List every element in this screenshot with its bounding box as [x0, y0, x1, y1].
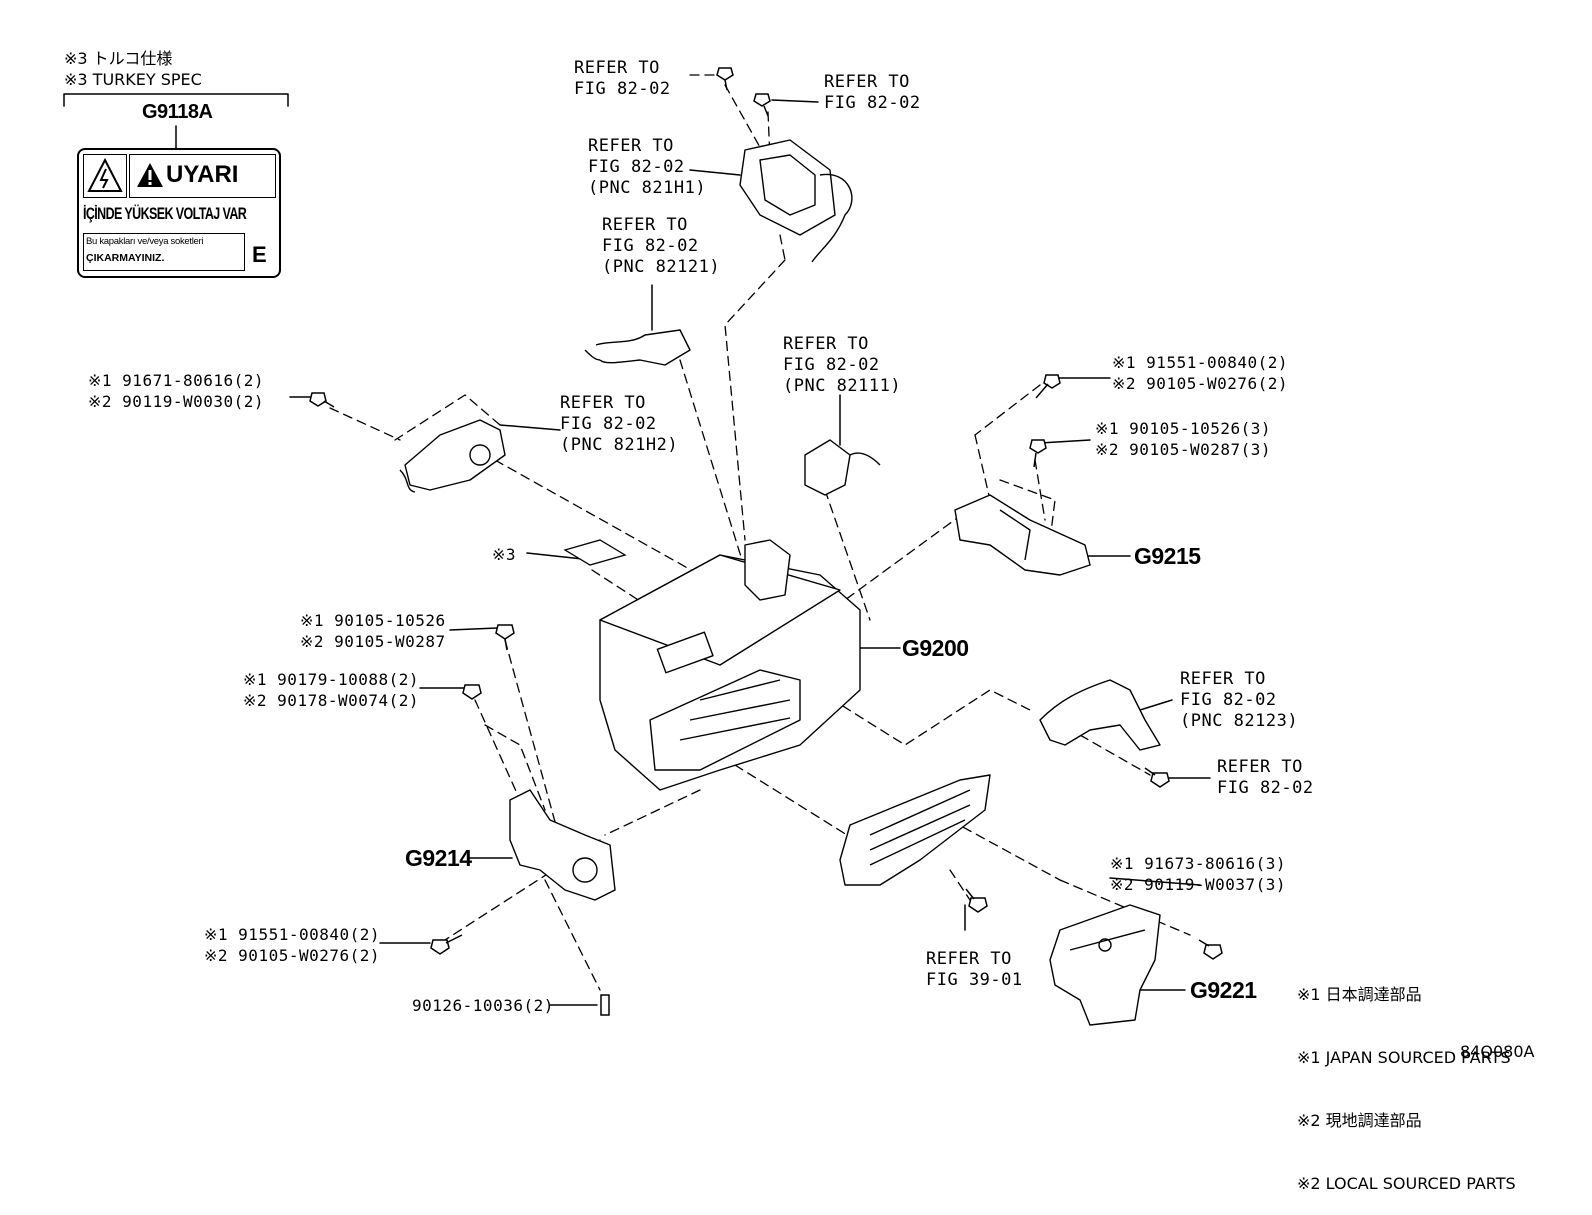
legend-line-3: ※2 現地調達部品: [1297, 1111, 1422, 1130]
voltage-warning-text: İÇİNDE YÜKSEK VOLTAJ VAR: [83, 204, 247, 223]
part-number-g9214: G9214: [405, 845, 472, 871]
legend: ※1 日本調達部品 ※1 JAPAN SOURCED PARTS ※2 現地調達…: [1297, 942, 1516, 1215]
warning-title: UYARI: [166, 161, 239, 188]
warning-code: E: [252, 242, 267, 267]
fastener-90179: ※1 90179-10088(2)※2 90178-W0074(2): [243, 670, 420, 710]
warning-sub-line2: ÇIKARMAYINIZ.: [86, 252, 165, 264]
part-number-g9118a: G9118A: [142, 101, 213, 123]
legend-line-1: ※1 日本調達部品: [1297, 985, 1422, 1004]
warning-triangle-icon: [137, 163, 163, 187]
high-voltage-icon: [83, 154, 127, 198]
legend-line-2: ※1 JAPAN SOURCED PARTS: [1297, 1048, 1511, 1067]
fastener-91673: ※1 91673-80616(3)※2 90119-W0037(3): [1110, 854, 1287, 894]
warning-label-g9118a: UYARI İÇİNDE YÜKSEK VOLTAJ VAR Bu kapakl…: [77, 148, 281, 278]
exploded-parts-diagram: [63, 67, 1223, 1026]
part-number-g9215: G9215: [1134, 543, 1201, 569]
warning-sub-box: Bu kapakları ve/veya soketleri ÇIKARMAYI…: [83, 233, 245, 271]
turkey-spec-line-en: ※3 TURKEY SPEC: [64, 70, 202, 89]
note-3-marker: ※3: [492, 545, 517, 564]
uyari-header: UYARI: [129, 154, 276, 198]
fastener-90105: ※1 90105-10526※2 90105-W0287: [300, 611, 446, 651]
part-number-g9200: G9200: [902, 635, 969, 661]
fastener-90105-3: ※1 90105-10526(3)※2 90105-W0287(3): [1095, 419, 1272, 459]
part-number-g9221: G9221: [1190, 977, 1257, 1003]
turkey-spec-line-jp: ※3 トルコ仕様: [64, 49, 173, 68]
diagram-code: 84Q080A: [1460, 1042, 1535, 1061]
fastener-91671: ※1 91671-80616(2)※2 90119-W0030(2): [88, 371, 265, 411]
warning-sub-line1: Bu kapakları ve/veya soketleri: [86, 236, 204, 247]
fastener-91551-top: ※1 91551-00840(2)※2 90105-W0276(2): [1112, 353, 1289, 393]
fastener-90126: 90126-10036(2): [412, 996, 554, 1015]
legend-line-4: ※2 LOCAL SOURCED PARTS: [1297, 1174, 1516, 1193]
fastener-91551-bottom: ※1 91551-00840(2)※2 90105-W0276(2): [204, 925, 381, 965]
